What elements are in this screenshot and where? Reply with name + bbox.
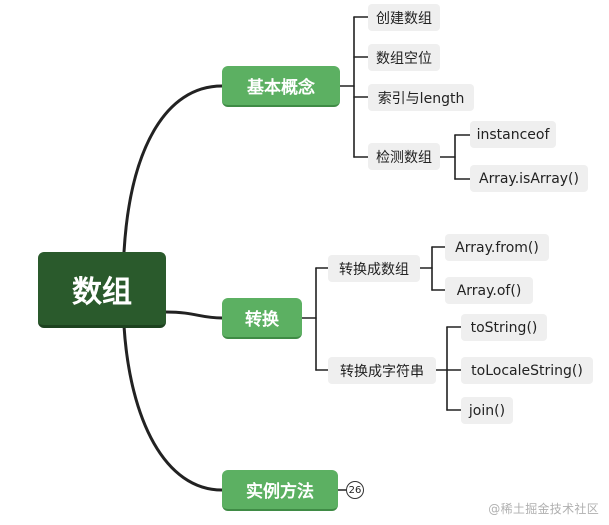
- leaf-to-array[interactable]: 转换成数组: [328, 255, 420, 282]
- root-node[interactable]: 数组: [38, 252, 166, 328]
- leaf-tostring[interactable]: toString(): [461, 314, 547, 341]
- connector-root-convert: [164, 310, 224, 320]
- connector-root-methods: [122, 324, 224, 492]
- leaf-index-length[interactable]: 索引与length: [368, 84, 474, 111]
- leaf-to-string[interactable]: 转换成字符串: [328, 357, 436, 384]
- connector-root-basics: [122, 84, 224, 254]
- leaf-instanceof[interactable]: instanceof: [470, 121, 556, 148]
- leaf-array-holes[interactable]: 数组空位: [368, 44, 440, 71]
- leaf-create-array[interactable]: 创建数组: [368, 4, 440, 31]
- collapsed-count-badge[interactable]: 26: [346, 481, 364, 499]
- branch-convert[interactable]: 转换: [222, 298, 302, 339]
- branch-methods[interactable]: 实例方法: [222, 470, 338, 511]
- leaf-array-of[interactable]: Array.of(): [445, 277, 533, 304]
- leaf-is-array[interactable]: Array.isArray(): [470, 165, 588, 192]
- branch-basics[interactable]: 基本概念: [222, 66, 340, 107]
- leaf-tolocalestring[interactable]: toLocaleString(): [461, 357, 593, 384]
- leaf-array-from[interactable]: Array.from(): [445, 234, 549, 261]
- leaf-join[interactable]: join(): [461, 397, 513, 424]
- leaf-detect-array[interactable]: 检测数组: [368, 143, 440, 170]
- watermark: @稀土掘金技术社区: [488, 502, 599, 516]
